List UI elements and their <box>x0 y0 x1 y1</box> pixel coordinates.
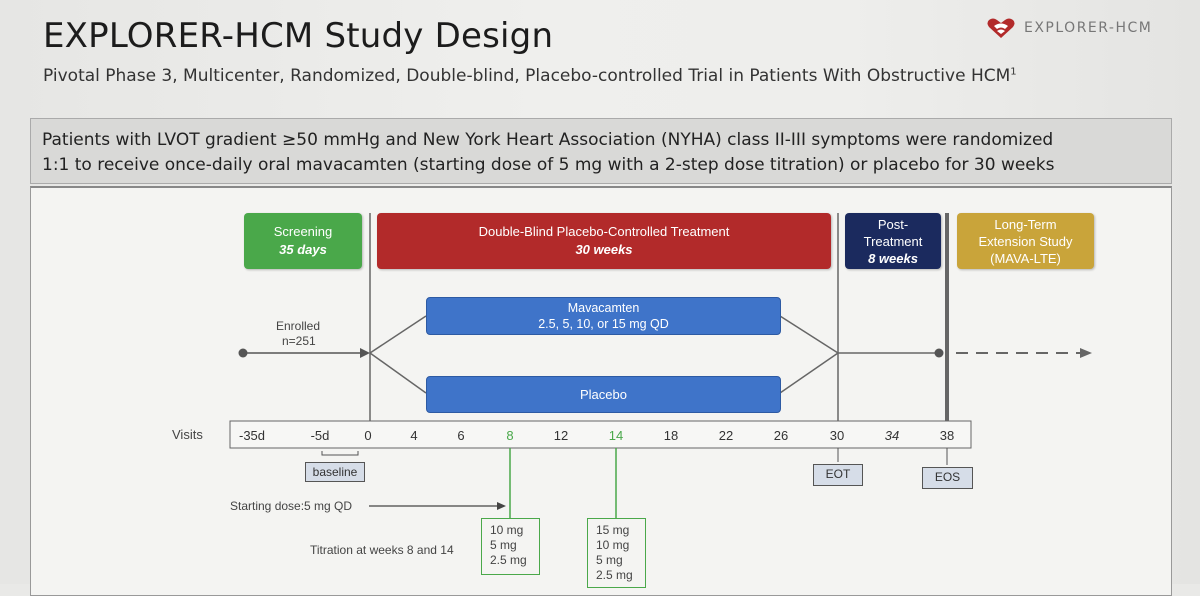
arm-placebo: Placebo <box>426 376 781 413</box>
arm-mavacamten-name: Mavacamten <box>567 301 640 315</box>
phase-treatment-duration: 30 weeks <box>575 242 633 257</box>
visit-item: 30 <box>829 428 845 443</box>
phase-screening: Screening 35 days <box>244 213 362 269</box>
titration-label: Titration at weeks 8 and 14 <box>310 543 454 557</box>
visit-item: -5d <box>310 428 330 443</box>
phase-post-title-1: Post- <box>877 216 909 232</box>
page-title: EXPLORER-HCM Study Design <box>43 16 554 56</box>
titration-week-14-box: 15 mg 10 mg 5 mg 2.5 mg <box>587 518 646 588</box>
dose-option: 2.5 mg <box>596 568 633 582</box>
eos-tag: EOS <box>922 467 973 489</box>
eot-tag: EOT <box>813 464 863 486</box>
visit-item: 6 <box>457 428 465 443</box>
summary-line-1: Patients with LVOT gradient ≥50 mmHg and… <box>42 130 1054 150</box>
visit-item-week-14: 14 <box>608 428 624 443</box>
visit-item: 26 <box>773 428 789 443</box>
arm-placebo-name: Placebo <box>580 386 627 402</box>
visit-item: 4 <box>410 428 418 443</box>
visits-label: Visits <box>172 427 203 442</box>
dose-option: 15 mg <box>596 523 630 537</box>
phase-lte-line-3: (MAVA-LTE) <box>990 250 1061 266</box>
phase-treatment: Double-Blind Placebo-Controlled Treatmen… <box>377 213 831 269</box>
visit-item: 38 <box>939 428 955 443</box>
phase-post-treatment: Post- Treatment 8 weeks <box>845 213 941 269</box>
visit-item: 34 <box>884 428 900 443</box>
enrolled-count: n=251 <box>282 334 316 348</box>
visit-item: 22 <box>718 428 734 443</box>
dose-option: 10 mg <box>490 523 524 537</box>
visits-timeline <box>229 420 972 449</box>
visit-item-week-8: 8 <box>506 428 514 443</box>
visit-item: -35d <box>238 428 266 443</box>
phase-lte-line-1: Long-Term <box>994 216 1057 232</box>
phase-screening-title: Screening <box>273 224 333 239</box>
diagram-lines <box>229 213 1092 518</box>
baseline-tag: baseline <box>305 462 365 482</box>
visit-item: 18 <box>663 428 679 443</box>
page-subtitle: Pivotal Phase 3, Multicenter, Randomized… <box>43 66 1017 86</box>
arm-mavacamten: Mavacamten 2.5, 5, 10, or 15 mg QD <box>426 297 781 335</box>
summary-line-2: 1:1 to receive once-daily oral mavacamte… <box>42 155 1055 175</box>
starting-dose-label: Starting dose:5 mg QD <box>230 499 353 513</box>
study-summary-box: Patients with LVOT gradient ≥50 mmHg and… <box>30 118 1172 184</box>
arm-mavacamten-dose: 2.5, 5, 10, or 15 mg QD <box>538 317 669 331</box>
phase-screening-duration: 35 days <box>279 242 327 257</box>
visit-item: 12 <box>553 428 569 443</box>
eos-dot <box>934 348 944 358</box>
enrolled-label: Enrolled <box>276 319 321 333</box>
phase-treatment-title: Double-Blind Placebo-Controlled Treatmen… <box>478 224 730 239</box>
study-logo: EXPLORER-HCM <box>986 15 1152 41</box>
phase-lte-line-2: Extension Study <box>978 233 1073 249</box>
dose-option: 5 mg <box>596 553 623 567</box>
visit-item: 0 <box>364 428 372 443</box>
heart-logo-icon <box>987 18 1015 38</box>
dose-option: 5 mg <box>490 538 517 552</box>
titration-week-8-box: 10 mg 5 mg 2.5 mg <box>481 518 540 575</box>
logo-text: EXPLORER-HCM <box>1024 20 1153 36</box>
dose-option: 2.5 mg <box>490 553 527 567</box>
dose-option: 10 mg <box>596 538 630 552</box>
phase-long-term-extension: Long-Term Extension Study (MAVA-LTE) <box>957 213 1094 269</box>
phase-post-duration: 8 weeks <box>868 250 918 266</box>
phase-post-title-2: Treatment <box>863 233 923 249</box>
